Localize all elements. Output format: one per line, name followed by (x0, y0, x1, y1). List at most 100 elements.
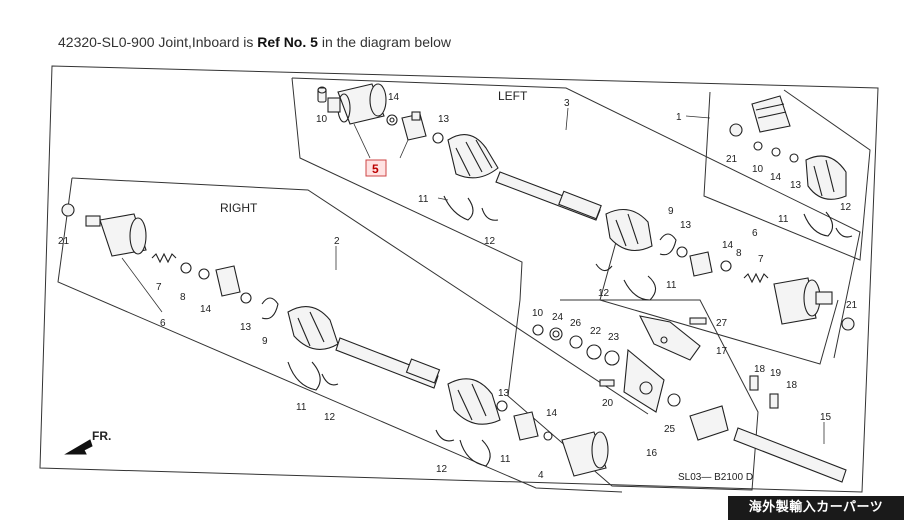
label-9: 9 (668, 206, 674, 217)
leader-lines (121, 107, 825, 444)
label-10: 10 (532, 308, 544, 319)
label-14: 14 (770, 172, 782, 183)
part-band-kit (803, 211, 853, 238)
label-25: 25 (664, 424, 676, 435)
part-ring-13-right (240, 292, 252, 304)
side-label-right: RIGHT (220, 201, 258, 215)
part-seal-26 (569, 335, 583, 349)
part-bolt-18-19 (749, 375, 779, 409)
diagram-caption: 42320-SL0-900 Joint,Inboard is Ref No. 5… (58, 34, 451, 50)
label-13: 13 (790, 180, 802, 191)
label-11: 11 (666, 280, 677, 291)
part-bolt-27 (689, 317, 707, 325)
label-8: 8 (736, 248, 742, 259)
label-14: 14 (546, 408, 558, 419)
drawing-code: SL03— B2100 D (678, 472, 753, 483)
label-14: 14 (388, 92, 400, 103)
label-12: 12 (840, 202, 852, 213)
left-group-frame (291, 77, 523, 301)
right-group-frame (57, 177, 623, 493)
part-spider-right-b (513, 411, 539, 441)
part-nut-21-left (841, 317, 855, 331)
label-11: 11 (418, 194, 429, 205)
label-10: 10 (316, 114, 328, 125)
part-bracket-mount (689, 405, 729, 441)
label-2: 2 (334, 236, 340, 247)
part-spring-7-right (151, 252, 177, 264)
label-17: 17 (716, 346, 728, 357)
label-11: 11 (778, 214, 789, 225)
label-18: 18 (786, 380, 798, 391)
intermediate-frame (507, 299, 759, 491)
part-bearing-24 (549, 327, 563, 341)
part-nut-21-kit (729, 123, 743, 137)
part-ring-22 (586, 344, 602, 360)
label-12: 12 (324, 412, 336, 423)
caption-suffix: in the diagram below (317, 34, 452, 50)
label-15: 15 (820, 412, 832, 423)
part-clip-10-kit (753, 141, 763, 151)
caption-ref: Ref No. 5 (257, 34, 318, 50)
part-washer-14-left (386, 114, 398, 126)
part-ring-25 (667, 393, 681, 407)
label-12: 12 (436, 464, 448, 475)
part-snapring-13b-left (676, 246, 688, 258)
label-18: 18 (754, 364, 766, 375)
label-21: 21 (846, 300, 858, 311)
sheet-frame (39, 65, 879, 493)
label-11: 11 (500, 454, 511, 465)
label-16: 16 (646, 448, 658, 459)
front-arrow-label: FR. (92, 429, 111, 443)
label-14: 14 (722, 240, 734, 251)
caption-prefix: 42320-SL0-900 Joint,Inboard is (58, 34, 258, 50)
part-bearing-16 (623, 348, 665, 413)
label-27: 27 (716, 318, 728, 329)
part-boot-right-inner (447, 378, 501, 425)
front-direction-arrow (64, 439, 93, 455)
part-spring-7-left (743, 272, 769, 284)
boot-kit-frame (703, 89, 871, 261)
right-group-frame-top (71, 177, 649, 415)
part-ring-13-right-b (496, 400, 508, 412)
label-13: 13 (438, 114, 450, 125)
label-4: 4 (538, 470, 544, 481)
left-group-frame-top (291, 77, 861, 359)
label-13: 13 (240, 322, 252, 333)
part-washer-10-mid (532, 324, 544, 336)
part-snapring-13-left (432, 132, 444, 144)
side-label-left: LEFT (498, 89, 528, 103)
part-boot-left-inner (447, 134, 499, 179)
part-outer-joint-left (773, 277, 833, 325)
part-inboard-joint-5 (327, 83, 387, 125)
part-boot-kit-outer (805, 155, 847, 200)
part-washer-8-right (180, 262, 192, 274)
part-washer-14-kit (771, 147, 781, 157)
label-21: 21 (726, 154, 738, 165)
part-spider-left (401, 111, 427, 141)
label-22: 22 (590, 326, 602, 337)
part-ring-13-kit (789, 153, 799, 163)
label-12: 12 (484, 236, 496, 247)
part-spider-right (215, 265, 241, 297)
joint-kit-frame (599, 241, 839, 365)
ref-5-highlight-box (365, 159, 387, 177)
label-6: 6 (160, 318, 166, 329)
label-9: 9 (262, 336, 268, 347)
label-21: 21 (58, 236, 70, 247)
label-13: 13 (680, 220, 692, 231)
label-19: 19 (770, 368, 782, 379)
ref-5-label: 5 (372, 162, 379, 176)
part-boot-right-outer (287, 306, 339, 350)
part-band-11-left (443, 195, 499, 221)
label-23: 23 (608, 332, 620, 343)
shop-watermark-banner: 海外製輸入カーパーツ (728, 496, 904, 520)
part-boot-left-outer (605, 208, 653, 252)
label-7: 7 (758, 254, 764, 265)
part-circlip-10-left (317, 86, 327, 103)
label-1: 1 (676, 112, 682, 123)
part-washer-14-right (198, 268, 210, 280)
part-outer-joint-right (85, 213, 147, 257)
part-shaft-2 (335, 337, 441, 389)
label-24: 24 (552, 312, 564, 323)
